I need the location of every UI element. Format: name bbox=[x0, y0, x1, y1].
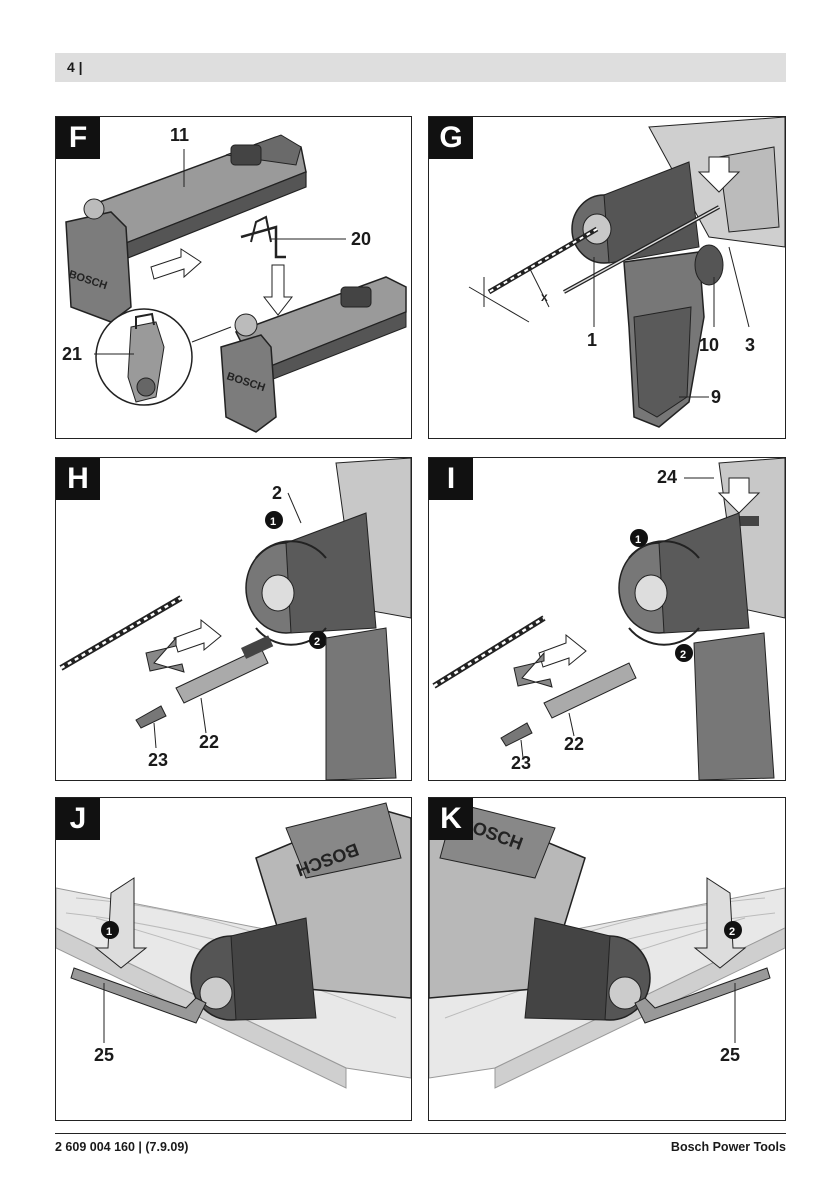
callout-25: 25 bbox=[720, 1045, 741, 1065]
dimension-x-label: x bbox=[541, 290, 548, 304]
page-header: 4 | bbox=[55, 53, 786, 82]
callout-9: 9 bbox=[711, 387, 722, 407]
chuck-removal-illustration-k: BOSCH 2 bbox=[429, 802, 785, 1089]
figure-j: J BOSCH 1 25 bbox=[55, 797, 412, 1121]
document-number: 2 609 004 160 | (7.9.09) bbox=[55, 1140, 189, 1154]
callout-10: 10 bbox=[699, 335, 720, 355]
figure-letter: K bbox=[429, 798, 473, 840]
callout-23: 23 bbox=[148, 750, 169, 770]
step-1: 1 bbox=[635, 534, 641, 546]
figure-letter: F bbox=[56, 117, 100, 159]
figure-letter: G bbox=[429, 117, 473, 159]
chuck-removal-illustration-j: BOSCH 1 bbox=[56, 802, 411, 1089]
footer-divider bbox=[55, 1133, 786, 1134]
callout-24: 24 bbox=[657, 467, 678, 487]
depth-stop-assembly-illustration: BOSCH BOSCH bbox=[65, 134, 407, 433]
figure-h: H 1 2 2 22 23 bbox=[55, 457, 412, 781]
step-1: 1 bbox=[270, 516, 276, 528]
figure-letter: I bbox=[429, 458, 473, 500]
figure-letter: J bbox=[56, 798, 100, 840]
figure-f: F BOSCH BOSCH 11 20 21 bbox=[55, 116, 412, 439]
step-2: 2 bbox=[729, 926, 735, 938]
callout-23: 23 bbox=[511, 753, 532, 773]
callout-2: 2 bbox=[272, 483, 283, 503]
bit-insertion-illustration-h: 1 2 bbox=[59, 458, 411, 780]
bit-insertion-illustration-i: 1 2 bbox=[432, 458, 785, 780]
step-2: 2 bbox=[314, 636, 320, 648]
callout-20: 20 bbox=[351, 229, 372, 249]
figure-i: I 1 2 24 22 23 bbox=[428, 457, 786, 781]
figure-letter: H bbox=[56, 458, 100, 500]
callout-11: 11 bbox=[170, 125, 190, 145]
figure-k: K BOSCH 2 25 bbox=[428, 797, 786, 1121]
brand-name: Bosch Power Tools bbox=[670, 1140, 786, 1154]
page-number: 4 | bbox=[67, 59, 83, 75]
figure-g: G x 1 10 3 9 bbox=[428, 116, 786, 439]
callout-21: 21 bbox=[62, 344, 83, 364]
callout-3: 3 bbox=[745, 335, 756, 355]
callout-22: 22 bbox=[199, 732, 220, 752]
step-1: 1 bbox=[106, 926, 112, 938]
callout-22: 22 bbox=[564, 734, 585, 754]
callout-1: 1 bbox=[587, 330, 598, 350]
drill-depth-stop-illustration: x bbox=[468, 117, 785, 428]
step-2: 2 bbox=[680, 649, 686, 661]
callout-25: 25 bbox=[94, 1045, 115, 1065]
